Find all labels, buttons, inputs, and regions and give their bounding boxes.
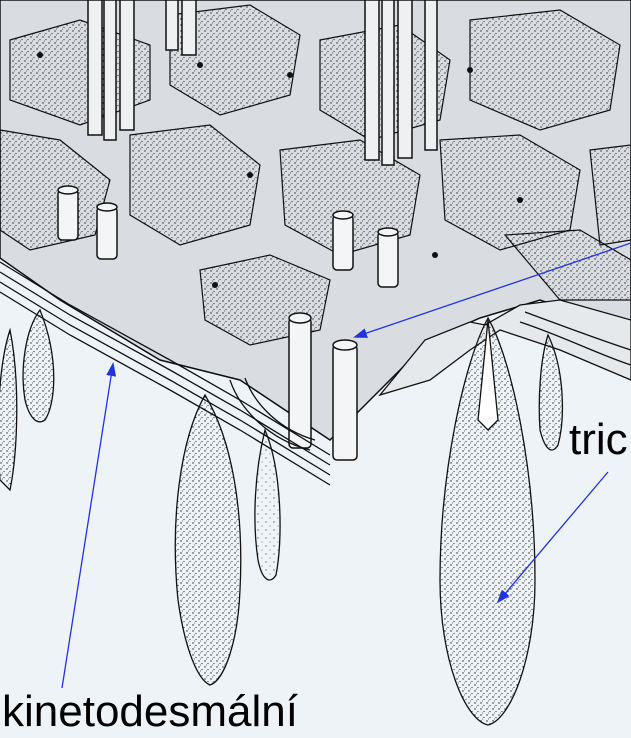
- label-kinetodesmal: kinetodesmální: [2, 690, 298, 734]
- label-trichocyst: tric: [569, 418, 628, 462]
